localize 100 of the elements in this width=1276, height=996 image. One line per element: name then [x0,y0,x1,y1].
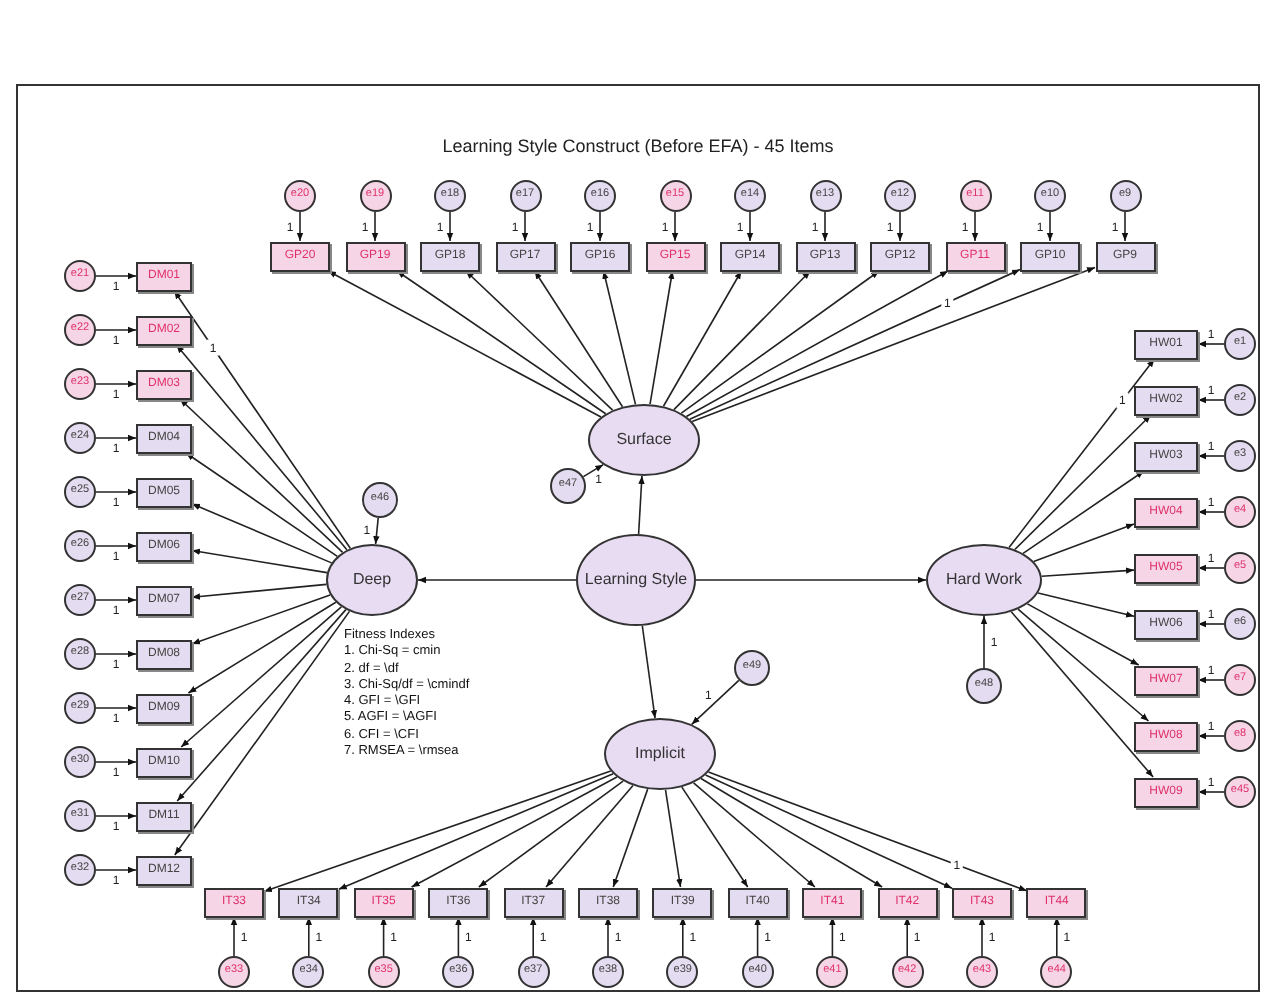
arrow [327,270,602,418]
factor-ellipse: Learning Style [576,534,696,626]
arrow [978,916,986,957]
arrow [191,503,333,564]
arrow [521,211,529,242]
arrow [185,452,339,558]
arrow [685,270,949,418]
arrow [95,812,137,820]
arrow [373,517,380,545]
arrow [673,270,812,411]
arrow [95,542,137,550]
arrow [681,786,749,888]
arrow [754,916,761,957]
arrow [1197,620,1225,628]
arrow [1037,592,1135,618]
arrow [704,774,953,889]
arrow [173,610,351,856]
arrow [680,270,880,414]
arrow [1197,564,1225,572]
arrow [95,704,137,712]
arrow [1008,358,1156,549]
arrow [829,916,836,957]
arrow [175,344,348,551]
arrow [187,601,337,694]
arrow [478,780,624,888]
arrow [602,270,637,406]
arrow [1053,916,1060,957]
arrow [1197,676,1225,684]
arrow [596,211,604,242]
arrow [1197,508,1225,516]
arrow [380,916,387,957]
arrow [95,758,137,766]
arrow [533,270,624,408]
arrow [1197,788,1225,796]
arrow [417,576,577,584]
arrow [649,270,675,405]
arrow [691,266,1096,423]
arrow [95,866,137,874]
arrow [1032,523,1135,563]
arrow [179,398,344,554]
arrow [410,776,618,888]
arrow [95,650,137,658]
arrow [700,777,883,888]
arrow [1197,396,1225,404]
arrow [707,771,1028,892]
arrow [695,576,927,584]
arrow [971,211,979,242]
arrow [530,916,537,957]
arrow [173,290,352,550]
factor-ellipse: Implicit [604,718,716,790]
arrow [1121,211,1129,242]
arrow [446,211,454,242]
arrow [1014,414,1152,551]
factor-ellipse: Surface [588,404,700,476]
arrow [191,594,331,645]
arrow [1010,610,1154,778]
arrow [95,380,137,388]
arrow [191,583,328,600]
arrow [1040,567,1135,577]
arrow [305,916,312,957]
arrow [612,788,649,888]
arrow [95,596,137,604]
arrow [1017,608,1150,722]
arrow [688,268,1021,421]
arrow [980,615,988,669]
arrow [679,916,686,957]
arrow [1197,452,1225,460]
arrow [1046,211,1054,242]
arrow [1026,603,1140,666]
arrow [263,770,612,893]
arrow [582,463,605,478]
arrow [396,270,607,415]
arrow [95,488,137,496]
arrow [180,606,343,748]
arrow [338,772,614,891]
diagram-title: Learning Style Construct (Before EFA) - 45 Items [440,136,836,156]
arrow [1197,340,1225,348]
arrow [371,211,379,242]
arrow [604,916,612,957]
arrow [1197,732,1225,740]
arrow [545,784,634,888]
arrow [664,789,683,888]
arrow [746,211,754,242]
arrow [465,270,614,411]
arrow [95,272,137,280]
arrow [896,211,904,242]
arrow [692,782,816,888]
arrow [690,679,740,726]
arrow [455,916,462,957]
arrow [296,211,304,242]
arrow [904,916,911,957]
arrow [176,608,347,802]
arrow [191,548,328,574]
factor-ellipse: Hard Work [926,544,1042,616]
arrow [662,270,743,408]
arrow [641,624,658,719]
arrow [230,916,238,957]
arrow [95,434,137,442]
arrow [95,326,137,334]
arrow [821,211,829,242]
